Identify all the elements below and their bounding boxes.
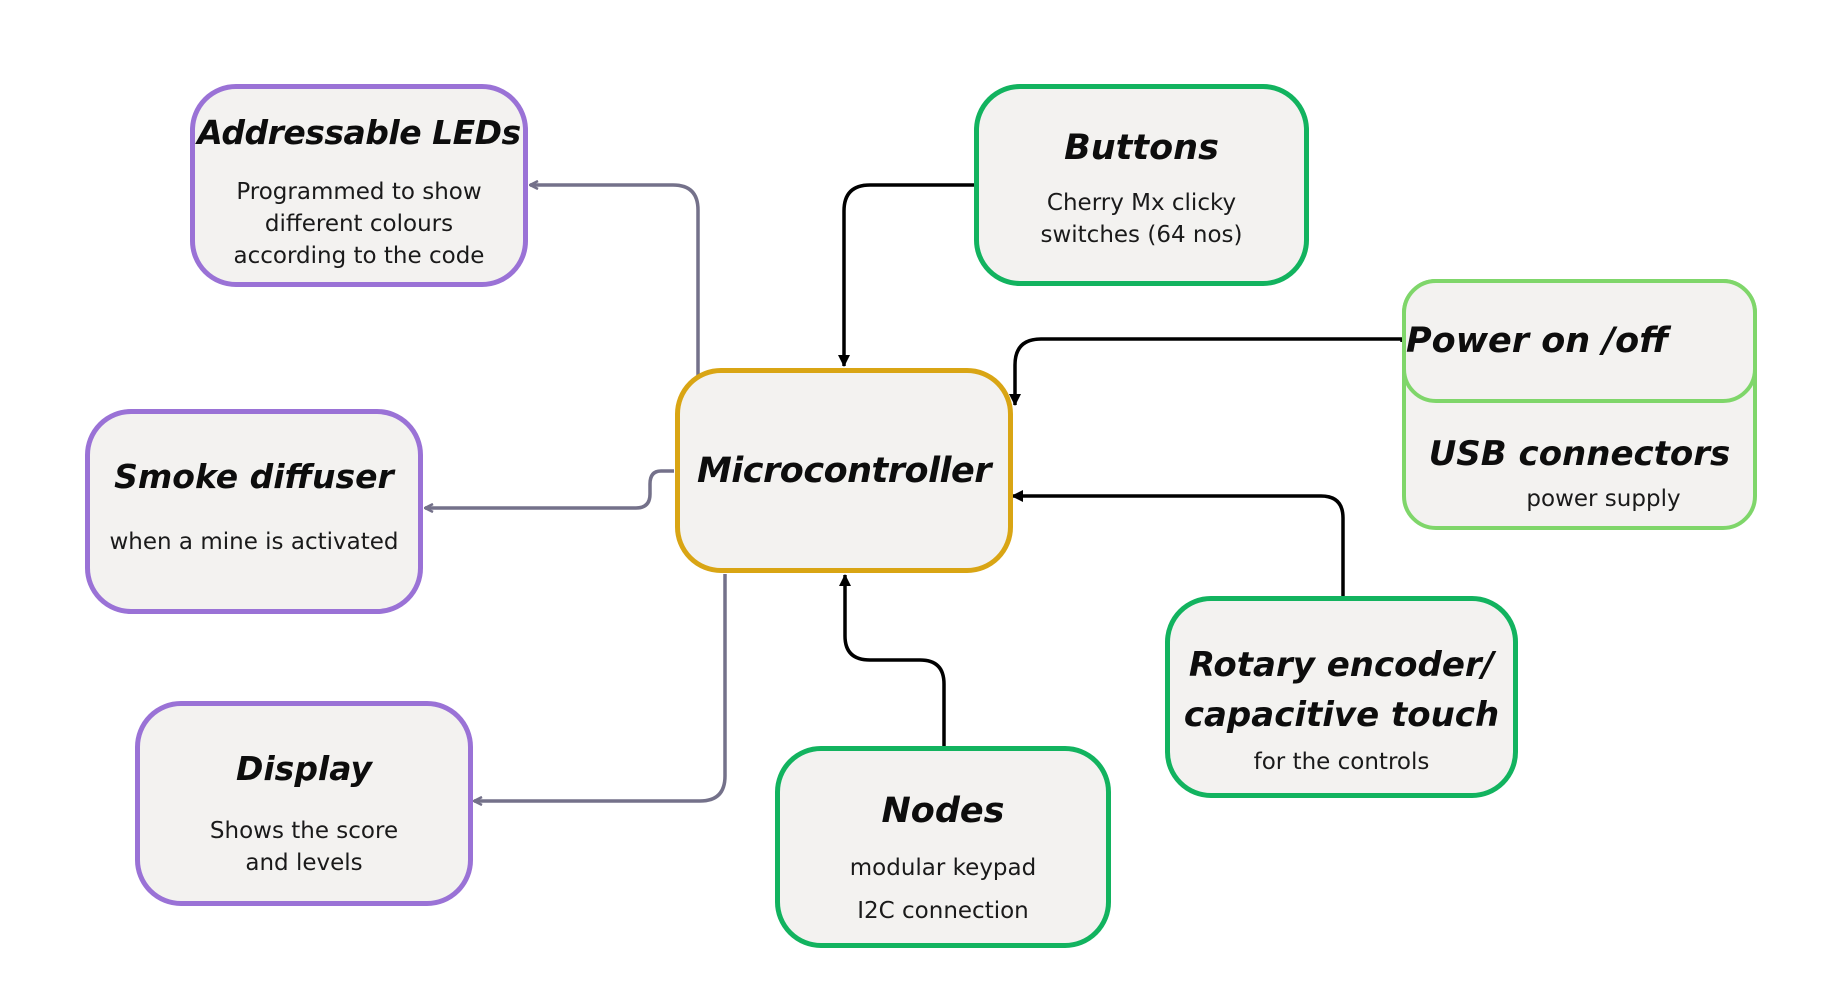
- addressable-leds-box: Addressable LEDs Programmed to show diff…: [190, 84, 528, 287]
- smoke-diffuser-description: when a mine is activated: [90, 526, 418, 558]
- power-on-off-title: Power on /off: [1406, 321, 1669, 361]
- rotary-encoder-box: Rotary encoder/ capacitive touch for the…: [1165, 596, 1518, 798]
- arrow-nodes-to-mcu: [839, 574, 946, 746]
- addressable-leds-title: Addressable LEDs: [197, 113, 521, 152]
- rotary-encoder-title: Rotary encoder/ capacitive touch: [1170, 640, 1513, 740]
- smoke-diffuser-title: Smoke diffuser: [114, 457, 394, 496]
- addressable-leds-description: Programmed to show different colours acc…: [195, 176, 523, 272]
- description-line: according to the code: [233, 243, 485, 269]
- description-line: switches (64 nos): [1040, 222, 1243, 248]
- description-line: when a mine is activated: [109, 529, 399, 555]
- arrow-mcu-to-display: [474, 574, 727, 801]
- title-line: capacitive touch: [1183, 695, 1500, 735]
- arrow-mcu-to-smoke: [425, 469, 674, 508]
- title-line: Rotary encoder/: [1188, 645, 1495, 685]
- description-line: Programmed to show: [236, 179, 482, 205]
- usb-connectors-description: power supply: [1406, 483, 1753, 515]
- power-on-off-box: Power on /off: [1402, 279, 1757, 403]
- smoke-diffuser-box: Smoke diffuser when a mine is activated: [85, 409, 423, 614]
- display-title: Display: [235, 749, 373, 788]
- usb-connectors-title: USB connectors: [1428, 434, 1731, 474]
- description-line: I2C connection: [857, 898, 1029, 924]
- rotary-encoder-description: for the controls: [1170, 746, 1513, 778]
- arrow-mcu-to-leds: [530, 185, 700, 378]
- description-line: and levels: [245, 850, 363, 876]
- nodes-box: Nodes modular keypad I2C connection: [775, 746, 1111, 948]
- microcontroller-title: Microcontroller: [696, 451, 992, 491]
- nodes-description: modular keypad I2C connection: [780, 847, 1106, 933]
- microcontroller-box: Microcontroller: [675, 368, 1013, 573]
- description-line: modular keypad: [849, 855, 1037, 881]
- buttons-description: Cherry Mx clicky switches (64 nos): [979, 187, 1304, 251]
- description-line: different colours: [264, 211, 454, 237]
- display-box: Display Shows the score and levels: [135, 701, 473, 906]
- description-line: Shows the score: [209, 818, 399, 844]
- buttons-box: Buttons Cherry Mx clicky switches (64 no…: [974, 84, 1309, 286]
- arrow-power-to-mcu: [1009, 337, 1404, 406]
- arrow-buttons-to-mcu: [838, 183, 974, 367]
- description-line: for the controls: [1253, 749, 1430, 775]
- buttons-title: Buttons: [1064, 128, 1219, 168]
- display-description: Shows the score and levels: [140, 815, 468, 879]
- description-line: power supply: [1526, 486, 1681, 512]
- arrow-rotary-to-mcu: [1011, 490, 1345, 596]
- nodes-title: Nodes: [881, 791, 1005, 831]
- description-line: Cherry Mx clicky: [1046, 190, 1237, 216]
